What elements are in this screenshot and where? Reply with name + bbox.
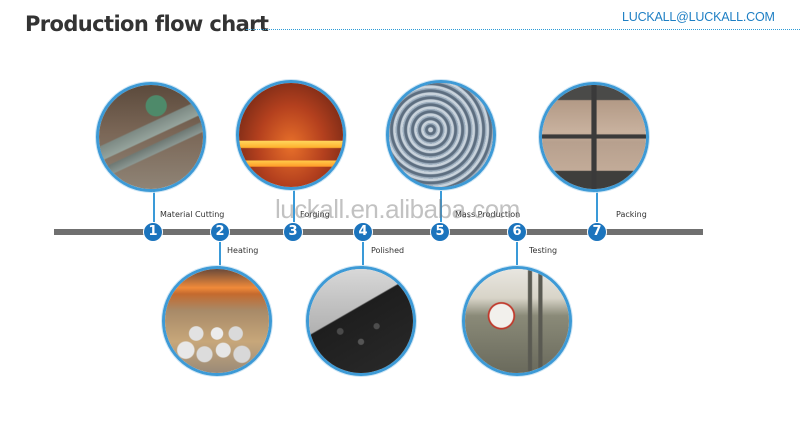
step-6-badge: 6 <box>507 222 527 242</box>
step-4-label: Polished <box>371 246 405 255</box>
step-6-label: Testing <box>529 246 558 255</box>
step-7-stem <box>596 190 598 230</box>
step-3-badge: 3 <box>283 222 303 242</box>
flow-timeline <box>54 229 703 235</box>
step-2-badge: 2 <box>210 222 230 242</box>
step-7-label: Packing <box>616 210 647 219</box>
step-6-photo-tensile-testing-machine <box>462 266 572 376</box>
step-1-label: Material Cutting <box>160 210 225 219</box>
step-3-photo-red-hot-forging <box>236 80 346 190</box>
step-3-label: Forging <box>300 210 330 219</box>
watermark: luckall.en.alibaba.com <box>275 194 520 224</box>
step-5-badge: 5 <box>430 222 450 242</box>
step-4-photo-polishing-drum-shackles <box>306 266 416 376</box>
step-7-photo-packed-pallets <box>539 82 649 192</box>
step-2-photo-steel-bars-furnace <box>162 266 272 376</box>
step-5-stem <box>440 190 442 230</box>
step-7-badge: 7 <box>587 222 607 242</box>
step-2-stem <box>219 235 221 268</box>
step-4-badge: 4 <box>353 222 373 242</box>
step-4-stem <box>362 235 364 268</box>
contact-email[interactable]: LUCKALL@LUCKALL.COM <box>622 10 775 24</box>
step-5-label: Mass Production <box>455 210 521 219</box>
step-3-stem <box>293 190 295 230</box>
step-1-badge: 1 <box>143 222 163 242</box>
step-1-photo-conveyor-machine <box>96 82 206 192</box>
title-dotted-divider <box>246 29 800 30</box>
step-6-stem <box>516 235 518 268</box>
step-1-stem <box>153 190 155 230</box>
page-title: Production flow chart <box>25 12 269 36</box>
step-5-photo-galvanized-parts-pile <box>386 80 496 190</box>
step-2-label: Heating <box>227 246 259 255</box>
